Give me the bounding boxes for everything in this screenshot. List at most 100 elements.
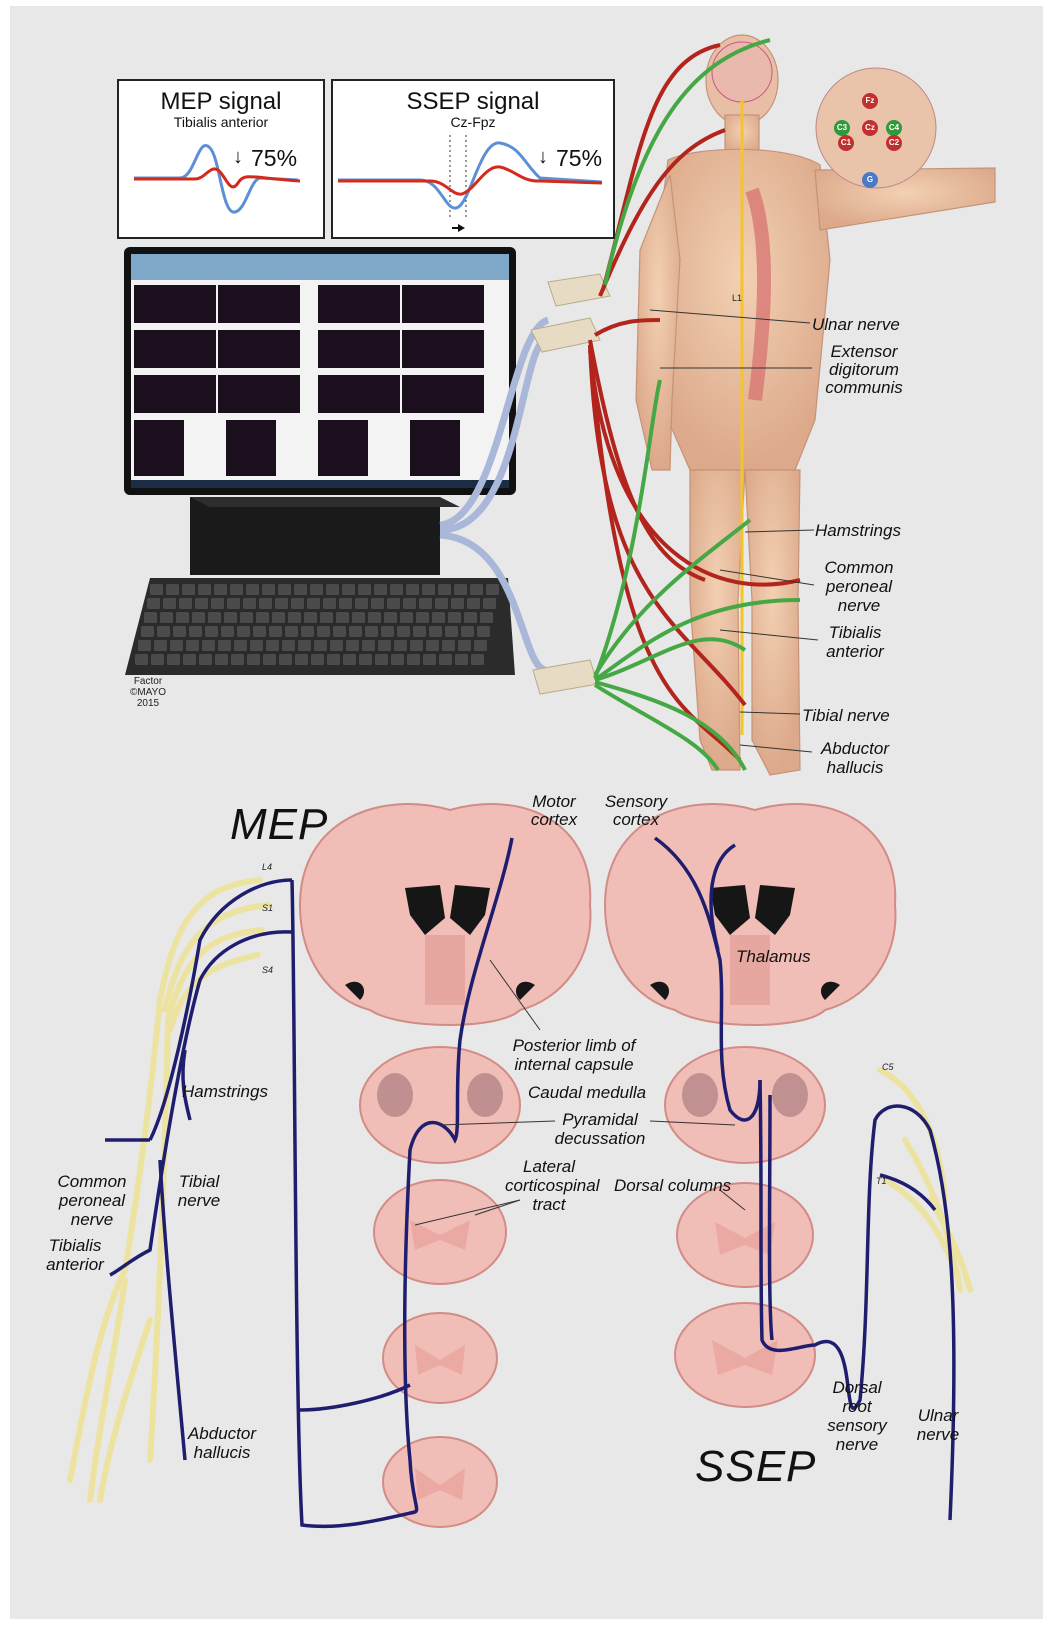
keyboard-key <box>262 584 275 595</box>
keyboard-key <box>314 640 327 651</box>
keyboard-key <box>407 654 420 665</box>
keyboard-key <box>198 584 211 595</box>
label-sensory-cortex-1: Sensory <box>598 792 674 811</box>
keyboard-key <box>288 612 301 623</box>
keyboard-key <box>464 612 477 623</box>
keyboard-key <box>234 640 247 651</box>
keyboard-key <box>451 598 464 609</box>
keyboard-key <box>362 640 375 651</box>
keyboard-key <box>186 640 199 651</box>
keyboard-key <box>211 598 224 609</box>
keyboard-key <box>205 626 218 637</box>
keyboard-key <box>214 584 227 595</box>
keyboard-key <box>419 598 432 609</box>
keyboard-key <box>458 640 471 651</box>
keyboard-key <box>371 598 384 609</box>
keyboard-key <box>310 584 323 595</box>
mep-brain-section <box>300 804 590 1025</box>
keyboard-key <box>445 626 458 637</box>
keyboard-key <box>359 654 372 665</box>
keyboard-key <box>390 584 403 595</box>
electrode-c1: C1 <box>838 135 854 151</box>
label-ulnar-nerve-upper: Ulnar nerve <box>812 315 900 334</box>
keyboard-key <box>215 654 228 665</box>
label-ah-upper-1: Abductor <box>810 739 900 758</box>
keyboard-key <box>182 584 195 595</box>
keyboard-key <box>154 640 167 651</box>
keyboard-key <box>173 626 186 637</box>
electrode-c4: C4 <box>886 120 902 136</box>
label-hamstrings-upper: Hamstrings <box>815 521 901 540</box>
label-plic-1: Posterior limb of <box>500 1036 648 1055</box>
keyboard-key <box>474 640 487 651</box>
label-drsn-4: nerve <box>822 1435 892 1454</box>
keyboard-key <box>256 612 269 623</box>
keyboard-key <box>199 654 212 665</box>
keyboard-key <box>397 626 410 637</box>
label-drsn-1: Dorsal <box>822 1378 892 1397</box>
keyboard-key <box>231 654 244 665</box>
keyboard-key <box>183 654 196 665</box>
keyboard-key <box>403 598 416 609</box>
keyboard-key <box>432 612 445 623</box>
label-tibial-lower-1: Tibial <box>168 1172 230 1191</box>
keyboard-key <box>307 598 320 609</box>
monitor <box>124 247 516 675</box>
keyboard-key <box>246 584 259 595</box>
keyboard-key <box>416 612 429 623</box>
keyboard-key <box>157 626 170 637</box>
keyboard-key <box>135 654 148 665</box>
label-pyramidal-1: Pyramidal <box>550 1110 650 1129</box>
label-sensory-cortex-2: cortex <box>598 810 674 829</box>
keyboard-key <box>455 654 468 665</box>
keyboard-key <box>240 612 253 623</box>
keyboard-key <box>147 598 160 609</box>
keyboard-key <box>343 654 356 665</box>
keyboard-key <box>227 598 240 609</box>
keyboard-key <box>336 612 349 623</box>
keyboard-key <box>349 626 362 637</box>
keyboard-key <box>144 612 157 623</box>
keyboard-key <box>346 640 359 651</box>
label-cpn-upper-1: Common <box>814 558 904 577</box>
label-ulnar-lower-2: nerve <box>910 1425 966 1444</box>
segment-t1: T1 <box>876 1176 887 1186</box>
keyboard-key <box>278 584 291 595</box>
label-motor-cortex-2: cortex <box>522 810 586 829</box>
label-cpn-upper-3: nerve <box>814 596 904 615</box>
keyboard-key <box>195 598 208 609</box>
keyboard-key <box>170 640 183 651</box>
label-edc-3: communis <box>818 378 910 397</box>
keyboard-key <box>470 584 483 595</box>
label-dorsal-columns: Dorsal columns <box>614 1176 731 1195</box>
keyboard-key <box>247 654 260 665</box>
keyboard-key <box>298 640 311 651</box>
keyboard-key <box>326 584 339 595</box>
keyboard-key <box>381 626 394 637</box>
label-ta-upper-2: anterior <box>815 642 895 661</box>
keyboard-key <box>333 626 346 637</box>
keyboard-key <box>272 612 285 623</box>
keyboard-key <box>141 626 154 637</box>
label-lct-2: corticospinal <box>505 1176 593 1195</box>
keyboard-key <box>448 612 461 623</box>
label-ta-upper-1: Tibialis <box>815 623 895 642</box>
label-plic-2: internal capsule <box>500 1055 648 1074</box>
keyboard-key <box>387 598 400 609</box>
label-caudal-medulla: Caudal medulla <box>528 1083 646 1102</box>
keyboard-key <box>230 584 243 595</box>
label-drsn-2: root <box>822 1397 892 1416</box>
keyboard-key <box>461 626 474 637</box>
keyboard-key <box>138 640 151 651</box>
keyboard-key <box>243 598 256 609</box>
keyboard-key <box>439 654 452 665</box>
segment-c5: C5 <box>882 1062 894 1072</box>
ssep-cervical-cord <box>675 1303 815 1407</box>
ssep-box-subtitle: Cz-Fpz <box>332 114 614 130</box>
label-ta-lower-1: Tibialis <box>40 1236 110 1255</box>
keyboard-key <box>355 598 368 609</box>
keyboard-key <box>294 584 307 595</box>
keyboard-key <box>295 654 308 665</box>
keyboard-key <box>317 626 330 637</box>
mep-cervical-cord <box>374 1180 506 1284</box>
